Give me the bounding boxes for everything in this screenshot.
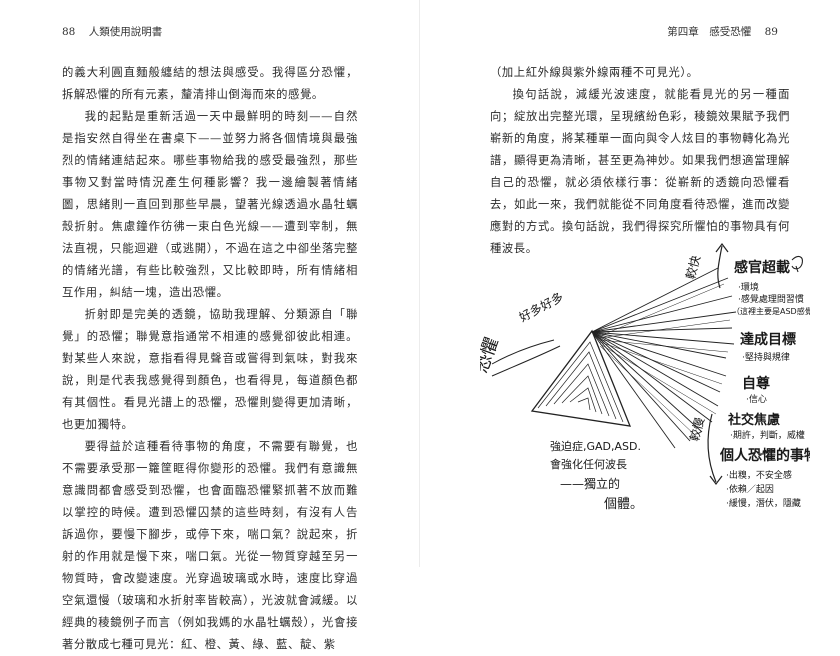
ocd-note: 強迫症,GAD,ASD. <box>550 439 641 453</box>
right-running-header: 第四章 感受恐懼 89 <box>667 24 778 39</box>
band-detail: ·出糗，不安全感 <box>726 469 792 481</box>
band-title-social-anxiety: 社交焦慮 <box>727 412 780 428</box>
left-page-number: 88 <box>62 26 76 38</box>
ocd-note: ——獨立的 <box>560 476 620 491</box>
band-detail: ·感覺處理問習慣 <box>738 293 804 305</box>
band-detail: ·堅持與規律 <box>742 351 790 363</box>
book-title: 人類使用說明書 <box>88 26 163 38</box>
prism-icon <box>530 329 632 427</box>
left-page: 88 人類使用說明書 的義大利圓直麵般纏結的想法與感受。我得區分恐懼，拆解恐懼的… <box>0 0 420 651</box>
right-body-text: （加上紅外線與紫外線兩種不可見光）。 換句話說，減緩光波速度，就能看見光的另一種… <box>490 62 790 260</box>
paragraph: 要得益於這種看待事物的角度，不需要有聯覺，也不需要承受那一籮筐眶得你變形的恐懼。… <box>62 440 358 651</box>
right-page: 第四章 感受恐懼 89 （加上紅外線與紫外線兩種不可見光）。 換句話說，減緩光波… <box>420 0 840 567</box>
slow-arrow-icon <box>707 413 723 485</box>
many-many-label: 好多好多 <box>517 290 566 325</box>
prism-drawing: 恐懼 好多好多 較快 較慢 感官超載 ·環境 ·感覺處理問習慣 （這裡主要是AS… <box>471 243 840 512</box>
paragraph: 的義大利圓直麵般纏結的想法與感受。我得區分恐懼，拆解恐懼的所有元素，釐清排山倒海… <box>62 66 358 101</box>
light-beam-icon <box>491 339 561 377</box>
paragraph: 折射即是完美的透鏡，協助我理解、分類源自「聯覺」的恐懼；聯覺意指通常不相連的感覺… <box>62 308 358 431</box>
band-detail: ·緩慢，潛伏，隱藏 <box>726 497 801 509</box>
band-title-personal-fears: 個人恐懼的事物 <box>719 447 810 464</box>
ocd-note: 個體。 <box>604 497 643 512</box>
book-gutter <box>419 0 420 567</box>
band-title-self-esteem: 自尊 <box>742 375 770 392</box>
band-detail: ·期許，判斷，威權 <box>730 429 805 441</box>
hand-doodle-icon <box>791 255 803 273</box>
band-title-goals: 達成目標 <box>740 331 796 348</box>
right-page-number: 89 <box>764 26 778 38</box>
paragraph: （加上紅外線與紫外線兩種不可見光）。 <box>490 66 699 79</box>
slower-label: 較慢 <box>686 416 707 443</box>
left-running-header: 88 人類使用說明書 <box>62 24 162 39</box>
fear-spectrum-sketch: 恐懼 好多好多 較快 較慢 感官超載 ·環境 ·感覺處理問習慣 （這裡主要是AS… <box>471 236 840 554</box>
band-detail: （這裡主要是ASD感覺處理障礙） <box>732 306 810 316</box>
fast-arrow-icon <box>715 243 729 289</box>
band-detail: ·環境 <box>738 281 759 293</box>
band-title-sensory-overload: 感官超載 <box>734 259 790 276</box>
faster-label: 較快 <box>682 254 703 281</box>
chapter-title: 第四章 感受恐懼 <box>667 26 752 38</box>
fear-label: 恐懼 <box>480 335 503 376</box>
ocd-note: 會強化任何波長 <box>550 457 627 471</box>
paragraph: 我的起點是重新活過一天中最鮮明的時刻——自然是指安然自得坐在書桌下——並努力將各… <box>62 110 358 299</box>
paragraph: 換句話說，減緩光波速度，就能看見光的另一種面向；綻放出完整光環，呈現繽紛色彩，稜… <box>490 88 790 255</box>
band-detail: ·信心 <box>746 393 767 405</box>
band-detail: ·依賴／起因 <box>726 483 774 495</box>
spectrum-rays-icon <box>591 267 737 449</box>
